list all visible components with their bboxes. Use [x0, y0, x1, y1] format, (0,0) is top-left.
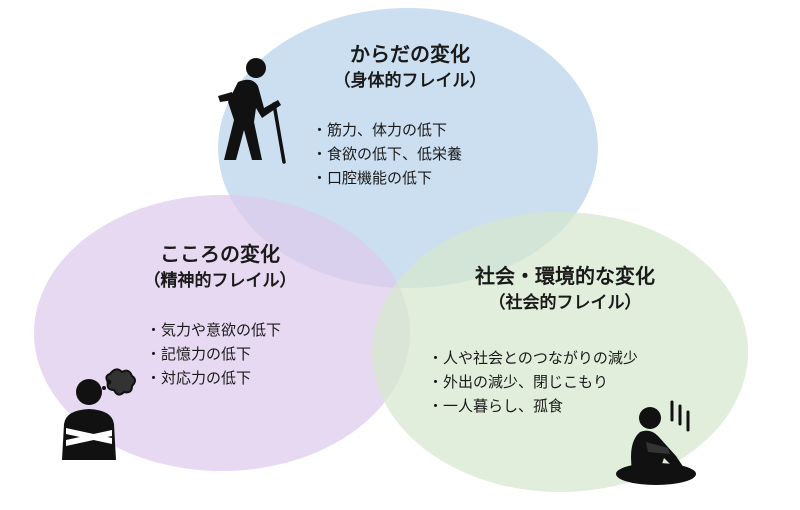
elderly-with-cane-icon: [218, 58, 286, 164]
list-item: 食欲の低下、低栄養: [312, 142, 462, 166]
list-item: 対応力の低下: [146, 366, 281, 390]
physical-items: 筋力、体力の低下 食欲の低下、低栄養 口腔機能の低下: [312, 118, 462, 190]
list-item: 筋力、体力の低下: [312, 118, 462, 142]
mental-items: 気力や意欲の低下 記憶力の低下 対応力の低下: [146, 318, 281, 390]
list-item: 人や社会とのつながりの減少: [428, 346, 638, 370]
worried-person-icon: [62, 368, 136, 460]
social-title: 社会・環境的な変化 （社会的フレイル）: [445, 262, 685, 316]
list-item: 外出の減少、閉じこもり: [428, 370, 638, 394]
social-items: 人や社会とのつながりの減少 外出の減少、閉じこもり 一人暮らし、孤食: [428, 346, 638, 418]
mental-title-text: こころの変化: [160, 242, 280, 266]
physical-title-text: からだの変化: [350, 42, 470, 66]
physical-title: からだの変化 （身体的フレイル）: [300, 40, 520, 94]
list-item: 気力や意欲の低下: [146, 318, 281, 342]
social-title-text: 社会・環境的な変化: [475, 264, 655, 288]
mental-title: こころの変化 （精神的フレイル）: [110, 240, 330, 294]
list-item: 一人暮らし、孤食: [428, 394, 638, 418]
list-item: 記憶力の低下: [146, 342, 281, 366]
mental-subtitle: （精神的フレイル）: [143, 271, 297, 291]
physical-subtitle: （身体的フレイル）: [333, 71, 487, 91]
social-subtitle: （社会的フレイル）: [488, 293, 642, 313]
isolated-person-icon: [616, 400, 696, 485]
list-item: 口腔機能の低下: [312, 166, 462, 190]
